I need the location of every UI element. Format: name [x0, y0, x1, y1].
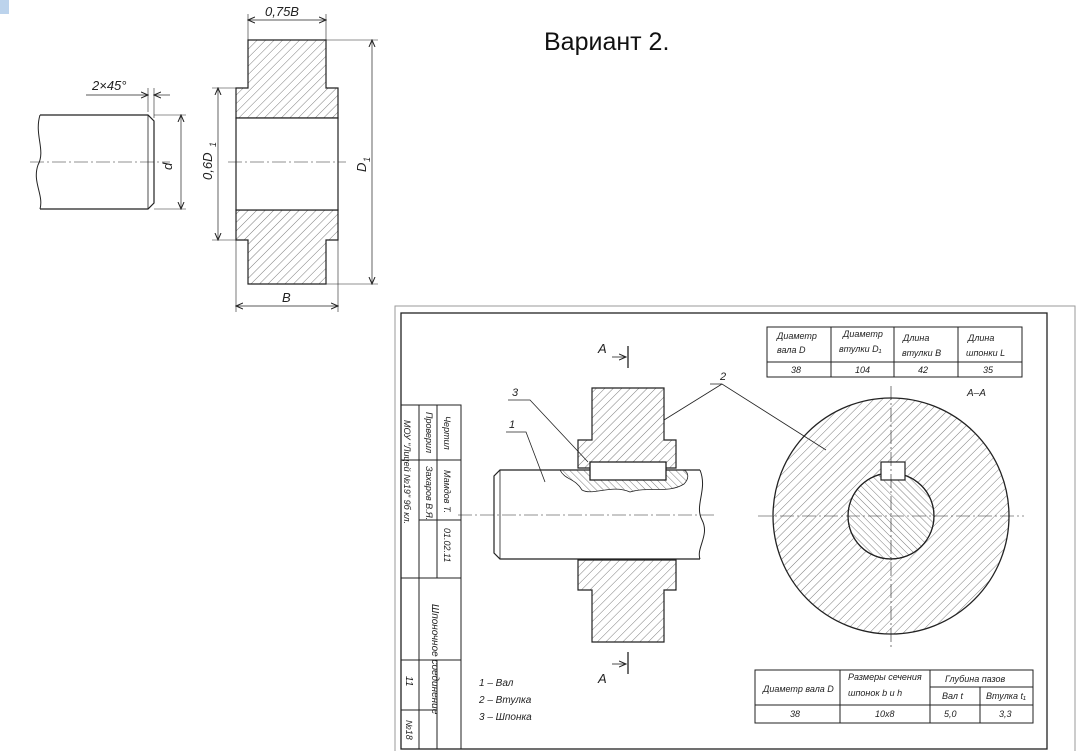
value-hub-length: 42 — [918, 365, 928, 375]
header-shaft-diameter-1: Диаметр — [776, 331, 817, 341]
hub-inner-diameter-label: 0,6D — [200, 153, 215, 180]
key-table-col2-line1: Размеры сечения — [848, 672, 922, 682]
key-table-value-d: 38 — [790, 709, 800, 719]
value-shaft-diameter: 38 — [791, 365, 801, 375]
hub-length-label: B — [282, 290, 291, 305]
header-hub-length-1: Длина — [902, 333, 929, 343]
section-title: А–А — [966, 388, 986, 399]
callout-1: 1 — [509, 419, 515, 431]
school-label: МОУ "Лицей №19" 9б кл. — [402, 420, 412, 524]
callout-2: 2 — [719, 371, 726, 383]
drew-label: Чертил — [442, 416, 452, 450]
key-table-col3: Глубина пазов — [945, 674, 1006, 684]
hub-protrusion-label: 0,75B — [265, 4, 299, 19]
header-key-length-2: шпонки L — [966, 348, 1005, 358]
header-hub-diameter-2: втулки D₁ — [839, 344, 882, 354]
callout-leaders — [506, 383, 827, 483]
key-table-col1: Диаметр вала D — [762, 684, 834, 694]
hub-outer-diameter-sub: 1 — [362, 157, 372, 162]
date-value: 01.02.11 — [442, 528, 452, 562]
chamfer-label: 2×45° — [91, 78, 126, 93]
checked-name: Захаров В.Я. — [424, 466, 434, 520]
section-view — [758, 386, 1024, 648]
parameters-table — [766, 326, 1023, 378]
header-hub-length-2: втулки B — [902, 348, 941, 358]
key-table-sub-shaft: Вал t — [942, 691, 963, 701]
section-label-top: А — [597, 341, 607, 356]
window-corner-marker — [0, 0, 9, 14]
section-markers — [612, 346, 629, 674]
legend-item-2: 2 – Втулка — [478, 695, 532, 706]
parameters-table-headers: Диаметр вала D Диаметр втулки D₁ Длина в… — [776, 329, 1005, 375]
title-block — [400, 404, 462, 750]
shaft-diameter-label: d — [160, 162, 175, 170]
hub-inner-diameter-sub: 1 — [208, 142, 218, 147]
key-view — [589, 461, 667, 481]
header-key-length-1: Длина — [967, 333, 994, 343]
sheet-number: №18 — [404, 720, 414, 740]
key-table-value-t: 5,0 — [944, 709, 957, 719]
key-table-sub-hub: Втулка t₁ — [986, 691, 1026, 701]
callout-3: 3 — [512, 387, 519, 399]
hub-outer-diameter-label: D — [354, 163, 369, 172]
key-table — [754, 669, 1034, 724]
drawing-name: Шпоночное соединение — [429, 604, 440, 715]
page-title: Вариант 2. — [544, 28, 670, 56]
drawing-number: 11 — [403, 676, 414, 686]
header-hub-diameter-1: Диаметр — [842, 329, 883, 339]
value-key-length: 35 — [983, 365, 994, 375]
hub-sketch — [212, 14, 378, 312]
key-table-value-t1: 3,3 — [999, 709, 1012, 719]
value-hub-diameter: 104 — [855, 365, 870, 375]
header-shaft-diameter-2: вала D — [777, 345, 806, 355]
legend-item-1: 1 – Вал — [479, 678, 514, 689]
key-table-col2-line2: шпонок b и h — [848, 688, 902, 698]
checked-label: Проверил — [424, 412, 434, 453]
key-table-value-bh: 10х8 — [875, 709, 895, 719]
drew-name: Мамдов Т. — [442, 470, 452, 513]
section-label-bottom: А — [597, 671, 607, 686]
legend-item-3: 3 – Шпонка — [479, 712, 532, 723]
shaft-sketch — [30, 88, 186, 209]
hub-assembly-view — [577, 387, 677, 643]
